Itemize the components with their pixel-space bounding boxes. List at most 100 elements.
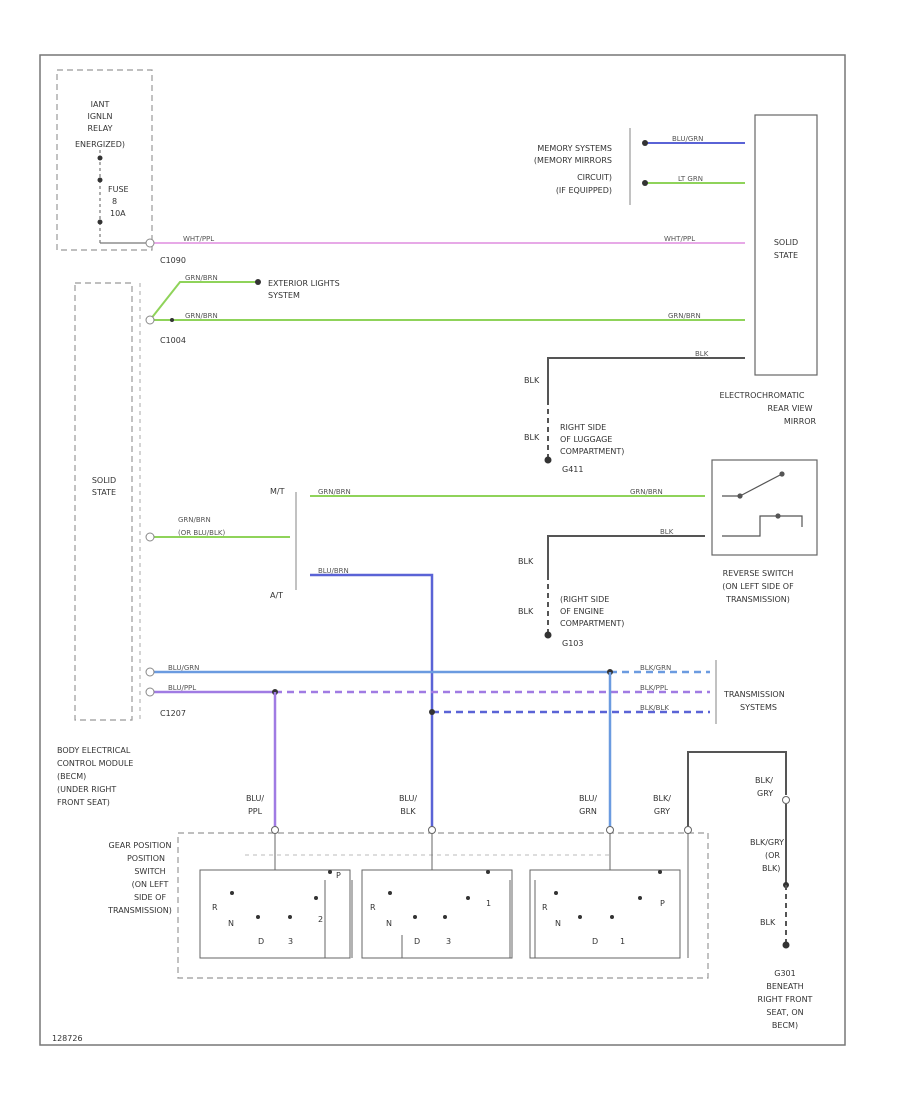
svg-text:BODY ELECTRICAL: BODY ELECTRICAL: [57, 746, 131, 755]
svg-text:ELECTROCHROMATIC: ELECTROCHROMATIC: [720, 391, 805, 400]
reverse-switch-caption: REVERSE SWITCH (ON LEFT SIDE OF TRANSMIS…: [722, 569, 794, 604]
diagram-id: 128726: [52, 1034, 83, 1043]
mirror-solid-state-box: [754, 114, 818, 376]
gear-switch-section-1: R N D 3 2 P: [199, 826, 353, 959]
svg-text:BLU/: BLU/: [579, 794, 597, 803]
svg-text:ENERGIZED): ENERGIZED): [75, 140, 125, 149]
gear-switch-section-3: R N D 1 P: [529, 826, 692, 959]
wire-at-blu-brn: BLU/BRN: [310, 567, 434, 830]
svg-text:SOLID: SOLID: [774, 238, 798, 247]
svg-text:BLK/BLK: BLK/BLK: [640, 704, 669, 712]
svg-text:OF LUGGAGE: OF LUGGAGE: [560, 435, 612, 444]
mirror-caption: ELECTROCHROMATIC REAR VIEW MIRROR: [720, 391, 817, 426]
svg-text:(UNDER RIGHT: (UNDER RIGHT: [57, 785, 116, 794]
wire-memory-1: BLU/GRN: [642, 135, 745, 146]
svg-text:SWITCH: SWITCH: [134, 867, 165, 876]
wire-bus-blu-grn: BLU/GRN BLK/GRN: [145, 664, 710, 677]
svg-text:10A: 10A: [110, 209, 126, 218]
svg-text:BLU/GRN: BLU/GRN: [168, 664, 199, 672]
svg-text:BLK/GRY: BLK/GRY: [750, 838, 784, 847]
svg-text:SIDE OF: SIDE OF: [134, 893, 166, 902]
fuse-symbol: FUSE 8 10A: [97, 150, 148, 244]
svg-text:1: 1: [620, 937, 625, 946]
wire-grn-brn-or-blu-blk: GRN/BRN (OR BLU/BLK): [145, 516, 290, 542]
svg-text:BLK: BLK: [760, 918, 776, 927]
connector-c1090: C1090: [160, 256, 186, 265]
svg-text:COMPARTMENT): COMPARTMENT): [560, 447, 624, 456]
svg-text:MEMORY SYSTEMS: MEMORY SYSTEMS: [537, 144, 612, 153]
svg-text:TRANSMISSION: TRANSMISSION: [723, 690, 785, 699]
reverse-switch-box: [711, 459, 818, 556]
svg-text:SOLID: SOLID: [92, 476, 116, 485]
svg-text:BLU/: BLU/: [246, 794, 264, 803]
svg-text:GRY: GRY: [654, 807, 670, 816]
svg-text:(OR BLU/BLK): (OR BLU/BLK): [178, 529, 225, 537]
wire-bus-blu-blk: BLK/BLK: [429, 704, 710, 715]
svg-text:1: 1: [486, 899, 491, 908]
svg-text:PPL: PPL: [248, 807, 263, 816]
wire-grn-brn-exterior: GRN/BRN: [149, 274, 261, 321]
svg-text:RELAY: RELAY: [88, 124, 113, 133]
exterior-lights-label: EXTERIOR LIGHTS SYSTEM: [268, 279, 340, 300]
svg-text:SYSTEM: SYSTEM: [268, 291, 300, 300]
svg-text:BLK: BLK: [518, 607, 534, 616]
drop-wire-blk-gry: [687, 751, 787, 830]
transmission-systems-label: TRANSMISSION SYSTEMS: [723, 690, 785, 712]
gear-switch-section-2: R N D 3 1: [361, 826, 513, 959]
svg-text:WHT/PPL: WHT/PPL: [664, 235, 695, 243]
svg-text:GRN/BRN: GRN/BRN: [668, 312, 701, 320]
memory-systems-label: MEMORY SYSTEMS (MEMORY MIRRORS CIRCUIT) …: [534, 144, 612, 195]
svg-text:SEAT, ON: SEAT, ON: [766, 1008, 803, 1017]
svg-text:FRONT SEAT): FRONT SEAT): [57, 798, 110, 807]
svg-text:G103: G103: [562, 639, 583, 648]
svg-text:G301: G301: [774, 969, 795, 978]
ground-g103: BLK BLK BLK (RIGHT SIDE OF ENGINE COMPAR…: [518, 528, 705, 648]
svg-text:GRN/BRN: GRN/BRN: [185, 312, 218, 320]
wire-memory-2: LT GRN: [642, 175, 745, 186]
svg-text:BLK: BLK: [524, 433, 540, 442]
svg-text:COMPARTMENT): COMPARTMENT): [560, 619, 624, 628]
svg-text:BLK/PPL: BLK/PPL: [640, 684, 668, 692]
svg-text:BLK: BLK: [400, 807, 416, 816]
svg-text:BLK): BLK): [762, 864, 780, 873]
svg-text:(ON LEFT SIDE OF: (ON LEFT SIDE OF: [722, 582, 794, 591]
svg-text:OF ENGINE: OF ENGINE: [560, 607, 604, 616]
connector-c1004: C1004: [160, 336, 186, 345]
relay-box: [56, 69, 153, 251]
becm-solid-state-box: [74, 282, 133, 721]
svg-text:GRN/BRN: GRN/BRN: [178, 516, 211, 524]
svg-text:BLU/: BLU/: [399, 794, 417, 803]
svg-text:BLK: BLK: [524, 376, 540, 385]
svg-text:N: N: [386, 919, 392, 928]
svg-text:R: R: [212, 903, 218, 912]
svg-text:(BECM): (BECM): [57, 772, 86, 781]
gear-position-caption: GEAR POSITION POSITION SWITCH (ON LEFT S…: [107, 841, 172, 915]
svg-text:(RIGHT SIDE: (RIGHT SIDE: [560, 595, 609, 604]
svg-text:D: D: [414, 937, 420, 946]
svg-text:BLK/: BLK/: [653, 794, 671, 803]
wire-wht-ppl: WHT/PPL WHT/PPL: [145, 235, 745, 248]
svg-text:BECM): BECM): [772, 1021, 798, 1030]
svg-text:3: 3: [288, 937, 293, 946]
ground-g411: BLK BLK BLK RIGHT SIDE OF LUGGAGE COMPAR…: [524, 350, 745, 474]
svg-text:G411: G411: [562, 465, 583, 474]
drop-labels: BLU/ PPL BLU/ BLK BLU/ GRN BLK/ GRY: [246, 794, 671, 816]
svg-text:POSITION: POSITION: [127, 854, 165, 863]
svg-text:CONTROL MODULE: CONTROL MODULE: [57, 759, 133, 768]
ground-g301: BLK/ GRY BLK/GRY (OR BLK) BLK: [750, 776, 790, 949]
svg-text:R: R: [370, 903, 376, 912]
wire-mt-grn-brn: GRN/BRN GRN/BRN: [310, 488, 705, 497]
svg-text:LT GRN: LT GRN: [678, 175, 703, 183]
svg-text:BLU/BRN: BLU/BRN: [318, 567, 349, 575]
svg-text:REVERSE SWITCH: REVERSE SWITCH: [723, 569, 794, 578]
svg-text:(IF EQUIPPED): (IF EQUIPPED): [556, 186, 612, 195]
svg-text:P: P: [336, 871, 341, 880]
svg-text:BLK: BLK: [660, 528, 674, 536]
svg-text:TRANSMISSION): TRANSMISSION): [725, 595, 790, 604]
svg-text:SYSTEMS: SYSTEMS: [740, 703, 777, 712]
gear-position-switch-box: [177, 832, 709, 979]
svg-text:GRN/BRN: GRN/BRN: [185, 274, 218, 282]
svg-text:MIRROR: MIRROR: [784, 417, 817, 426]
svg-text:IANT: IANT: [91, 100, 110, 109]
